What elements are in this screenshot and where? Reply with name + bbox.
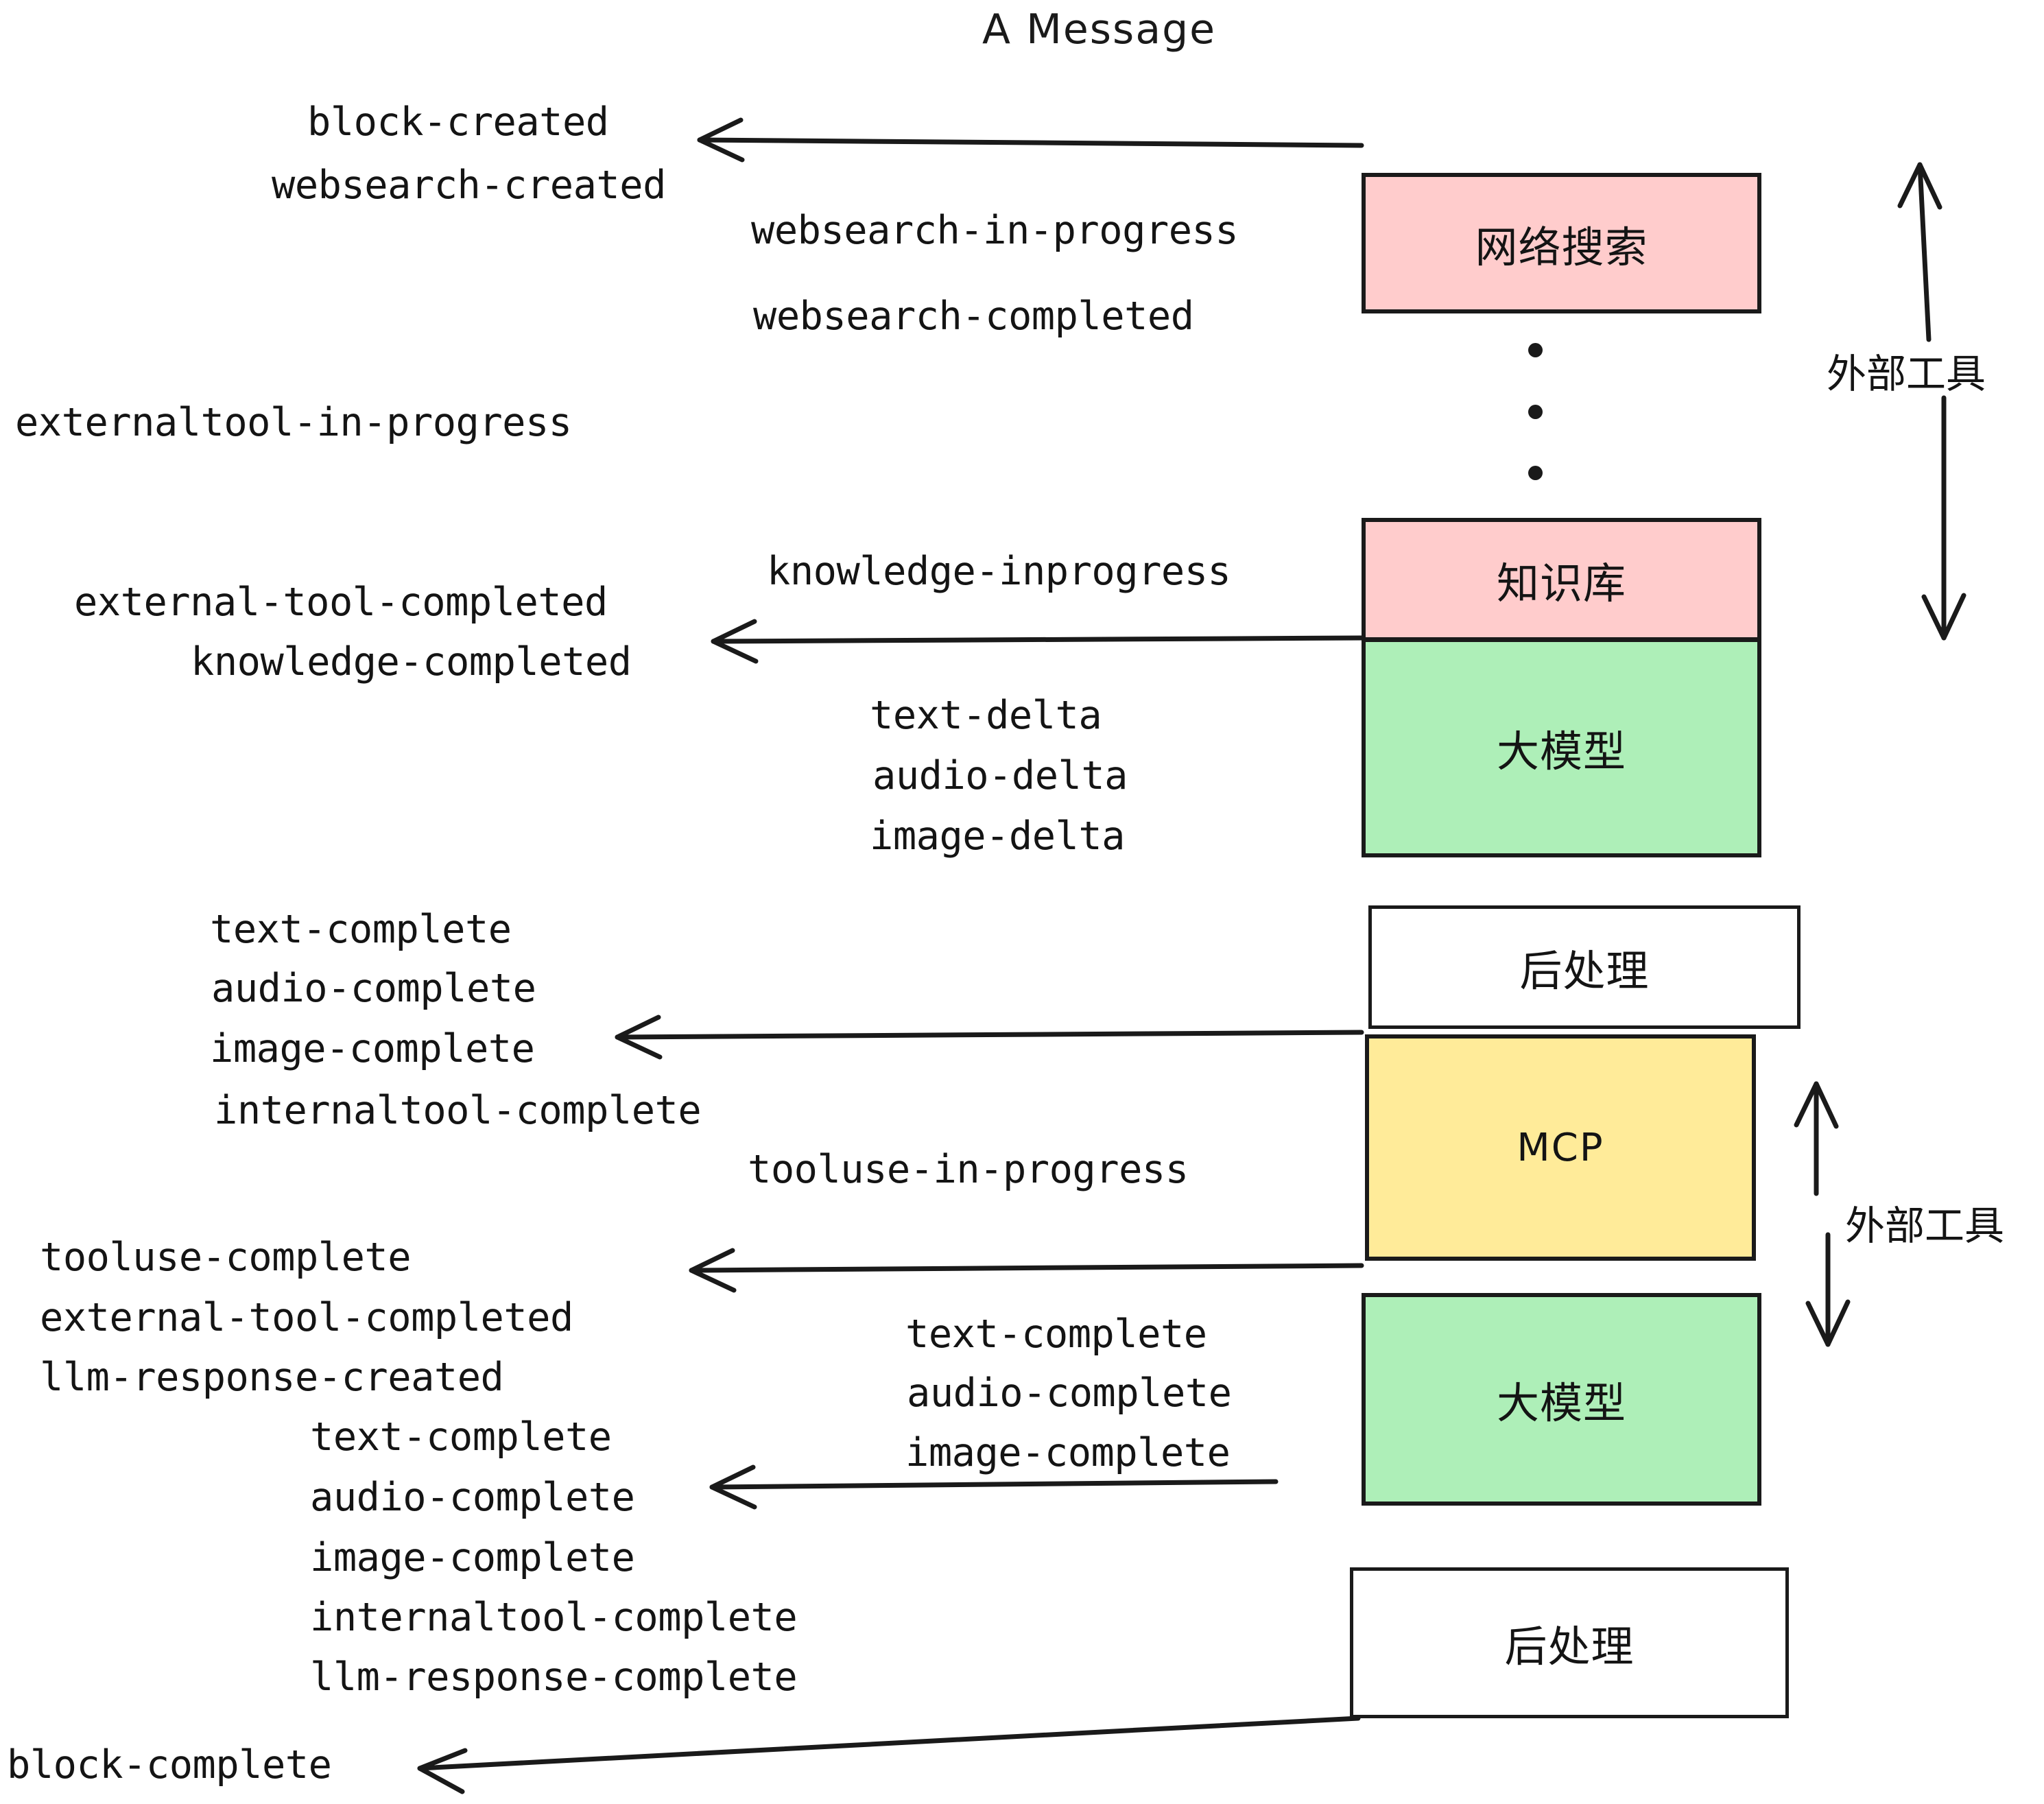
node-llm-bottom[interactable]: 大模型 xyxy=(1362,1293,1761,1506)
event-label-text-delta-2: text-complete xyxy=(905,1312,1207,1357)
node-postprocess-bottom[interactable]: 后处理 xyxy=(1350,1567,1789,1718)
arrow-knowledge-to-events xyxy=(711,635,1364,644)
event-label-text-complete-1: text-complete xyxy=(210,907,512,952)
node-llm-top[interactable]: 大模型 xyxy=(1362,638,1761,857)
event-label-audio-delta-2: audio-complete xyxy=(907,1370,1232,1416)
event-label-internaltool-complete-2: internaltool-complete xyxy=(310,1595,798,1640)
event-label-audio-delta-1: audio-delta xyxy=(872,753,1128,798)
event-label-knowledge-inprogress: knowledge-inprogress xyxy=(767,549,1231,594)
event-label-image-complete-2: image-complete xyxy=(310,1535,635,1580)
event-label-audio-complete-2: audio-complete xyxy=(310,1475,635,1520)
node-postprocess-top[interactable]: 后处理 xyxy=(1368,905,1801,1029)
event-label-image-complete-1: image-complete xyxy=(210,1026,535,1071)
node-knowledge-label: 知识库 xyxy=(1496,558,1626,608)
arrow-websearch-to-events xyxy=(697,137,1364,148)
event-label-image-delta-2: image-complete xyxy=(905,1430,1231,1475)
event-label-tooluse-in-progress: tooluse-in-progress xyxy=(748,1147,1189,1192)
event-label-audio-complete-1: audio-complete xyxy=(211,966,536,1011)
node-websearch-label: 网络搜索 xyxy=(1475,222,1648,272)
event-label-websearch-in-progress: websearch-in-progress xyxy=(751,208,1239,253)
node-websearch[interactable]: 网络搜索 xyxy=(1362,173,1761,313)
node-llm-bottom-label: 大模型 xyxy=(1496,1378,1626,1428)
ellipsis-dot xyxy=(1528,343,1543,357)
node-mcp[interactable]: MCP xyxy=(1365,1034,1756,1261)
event-label-tooluse-complete: tooluse-complete xyxy=(40,1235,412,1280)
arrow-llm-bottom-to-events xyxy=(709,1479,1279,1490)
arrow-postproc-bottom-to-events xyxy=(417,1716,1361,1771)
side-label-external-tools-bottom: 外部工具 xyxy=(1845,1202,2005,1249)
page-title: A Message xyxy=(982,5,1217,54)
bracket-external-tools-top xyxy=(1917,162,1932,342)
side-label-external-tools-top: 外部工具 xyxy=(1827,351,1986,397)
node-llm-top-label: 大模型 xyxy=(1496,726,1626,776)
event-label-externaltool-in-progress: externaltool-in-progress xyxy=(15,400,572,445)
node-postprocess-top-label: 后处理 xyxy=(1519,946,1650,996)
event-label-websearch-completed: websearch-completed xyxy=(753,294,1194,339)
node-mcp-label: MCP xyxy=(1517,1125,1604,1170)
event-label-external-tool-completed: external-tool-completed xyxy=(74,580,608,625)
event-label-text-complete-2: text-complete xyxy=(310,1414,612,1460)
arrow-postproc-top-to-events xyxy=(615,1030,1364,1040)
event-label-websearch-created: websearch-created xyxy=(272,163,666,208)
node-postprocess-bottom-label: 后处理 xyxy=(1504,1622,1635,1672)
event-label-external-tool-completed-2: external-tool-completed xyxy=(40,1295,573,1340)
event-label-text-delta-1: text-delta xyxy=(870,693,1102,738)
event-label-knowledge-completed: knowledge-completed xyxy=(191,639,632,685)
ellipsis-dot xyxy=(1528,466,1543,480)
event-label-image-delta-1: image-delta xyxy=(870,814,1126,859)
arrow-mcp-to-events xyxy=(689,1263,1364,1273)
event-label-llm-response-created: llm-response-created xyxy=(40,1355,504,1400)
event-label-block-complete: block-complete xyxy=(7,1742,332,1788)
ellipsis-dots xyxy=(1528,343,1543,480)
ellipsis-dot xyxy=(1528,404,1543,419)
node-knowledge[interactable]: 知识库 xyxy=(1362,518,1761,641)
event-label-llm-response-complete: llm-response-complete xyxy=(310,1654,798,1700)
event-label-block-created: block-created xyxy=(307,99,609,145)
event-label-internaltool-complete-1: internaltool-complete xyxy=(214,1088,702,1133)
